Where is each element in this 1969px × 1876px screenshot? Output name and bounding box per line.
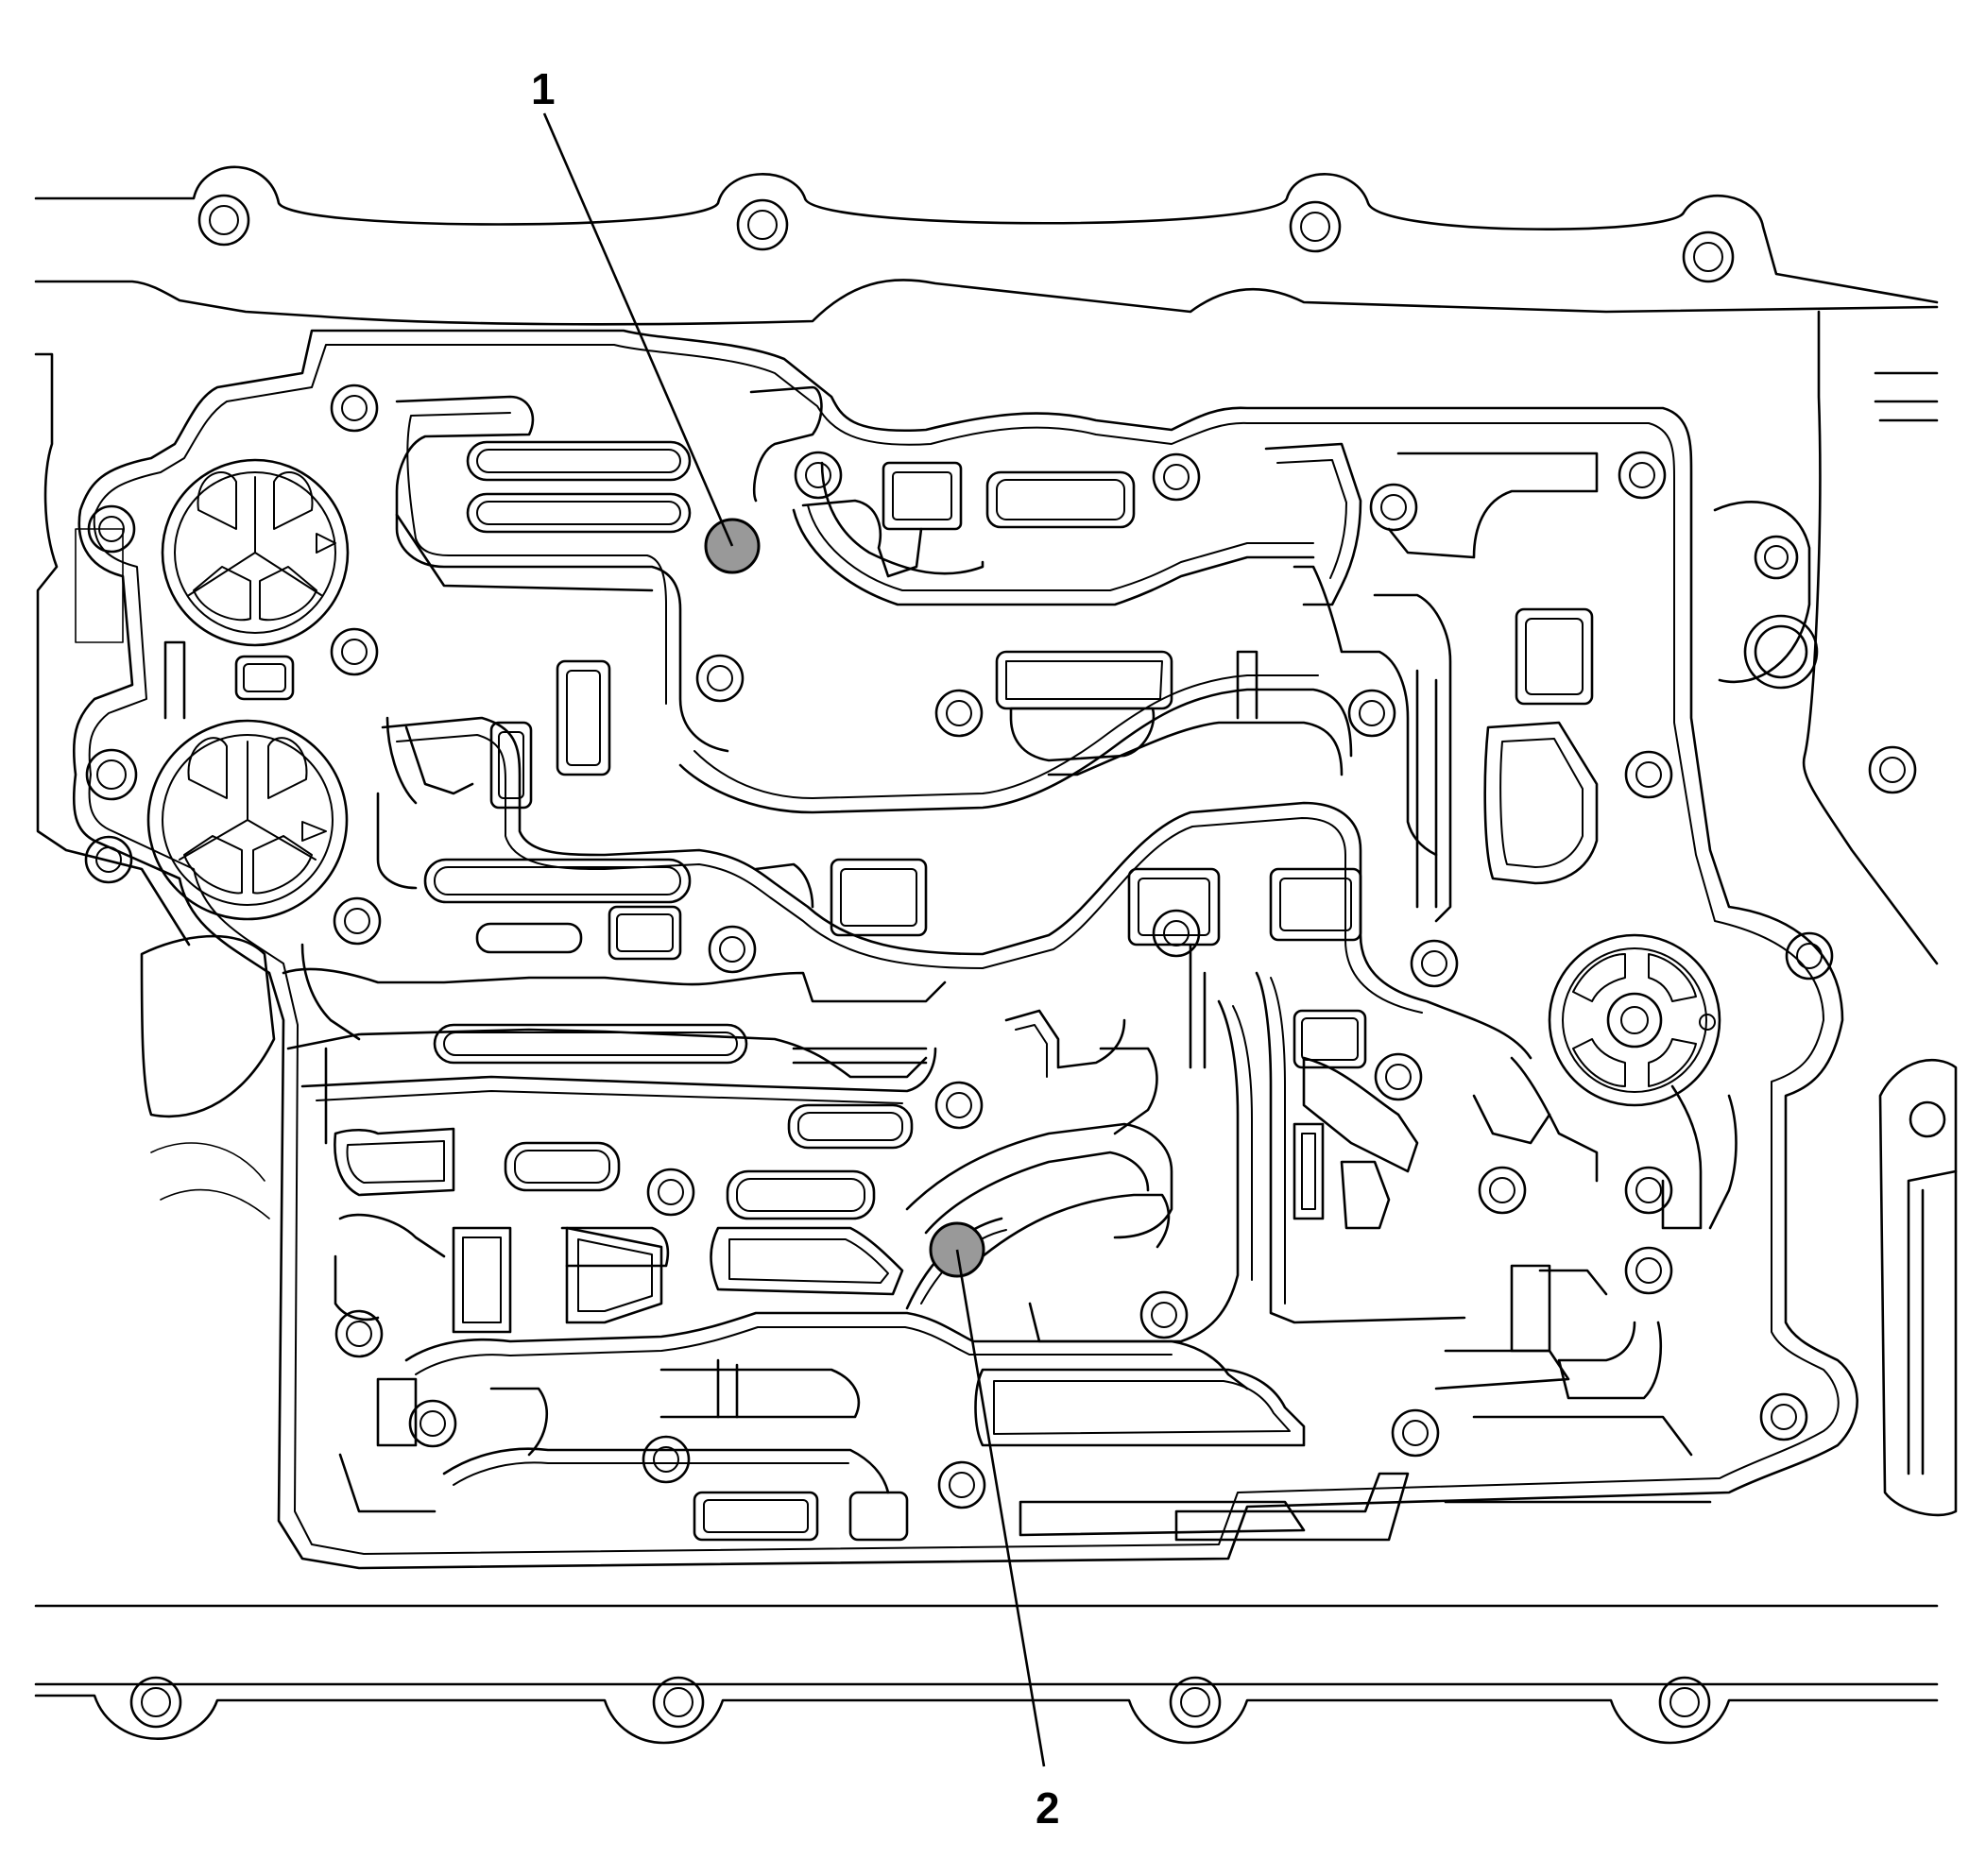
callout-1-leader <box>542 112 734 547</box>
valve-body-bolt-holes <box>84 384 1834 1509</box>
case-left-section <box>34 352 276 1219</box>
callout-1-label: 1 <box>531 64 556 113</box>
lower-case-flange <box>34 1604 1939 1745</box>
solenoid-port-lower-left <box>146 719 349 921</box>
valve-body-plate <box>72 329 1858 1570</box>
callout-1: 1 <box>531 64 734 547</box>
callout-2-leader <box>955 1249 1046 1767</box>
callout-2-label: 2 <box>1036 1783 1060 1833</box>
fluid-passages <box>163 385 1738 1542</box>
upper-case-flange <box>34 165 1939 326</box>
solenoid-port-right <box>1548 933 1721 1107</box>
solenoid-port-upper-left <box>161 458 350 647</box>
case-right-section <box>1713 310 1958 1517</box>
callout-2: 2 <box>955 1249 1060 1833</box>
